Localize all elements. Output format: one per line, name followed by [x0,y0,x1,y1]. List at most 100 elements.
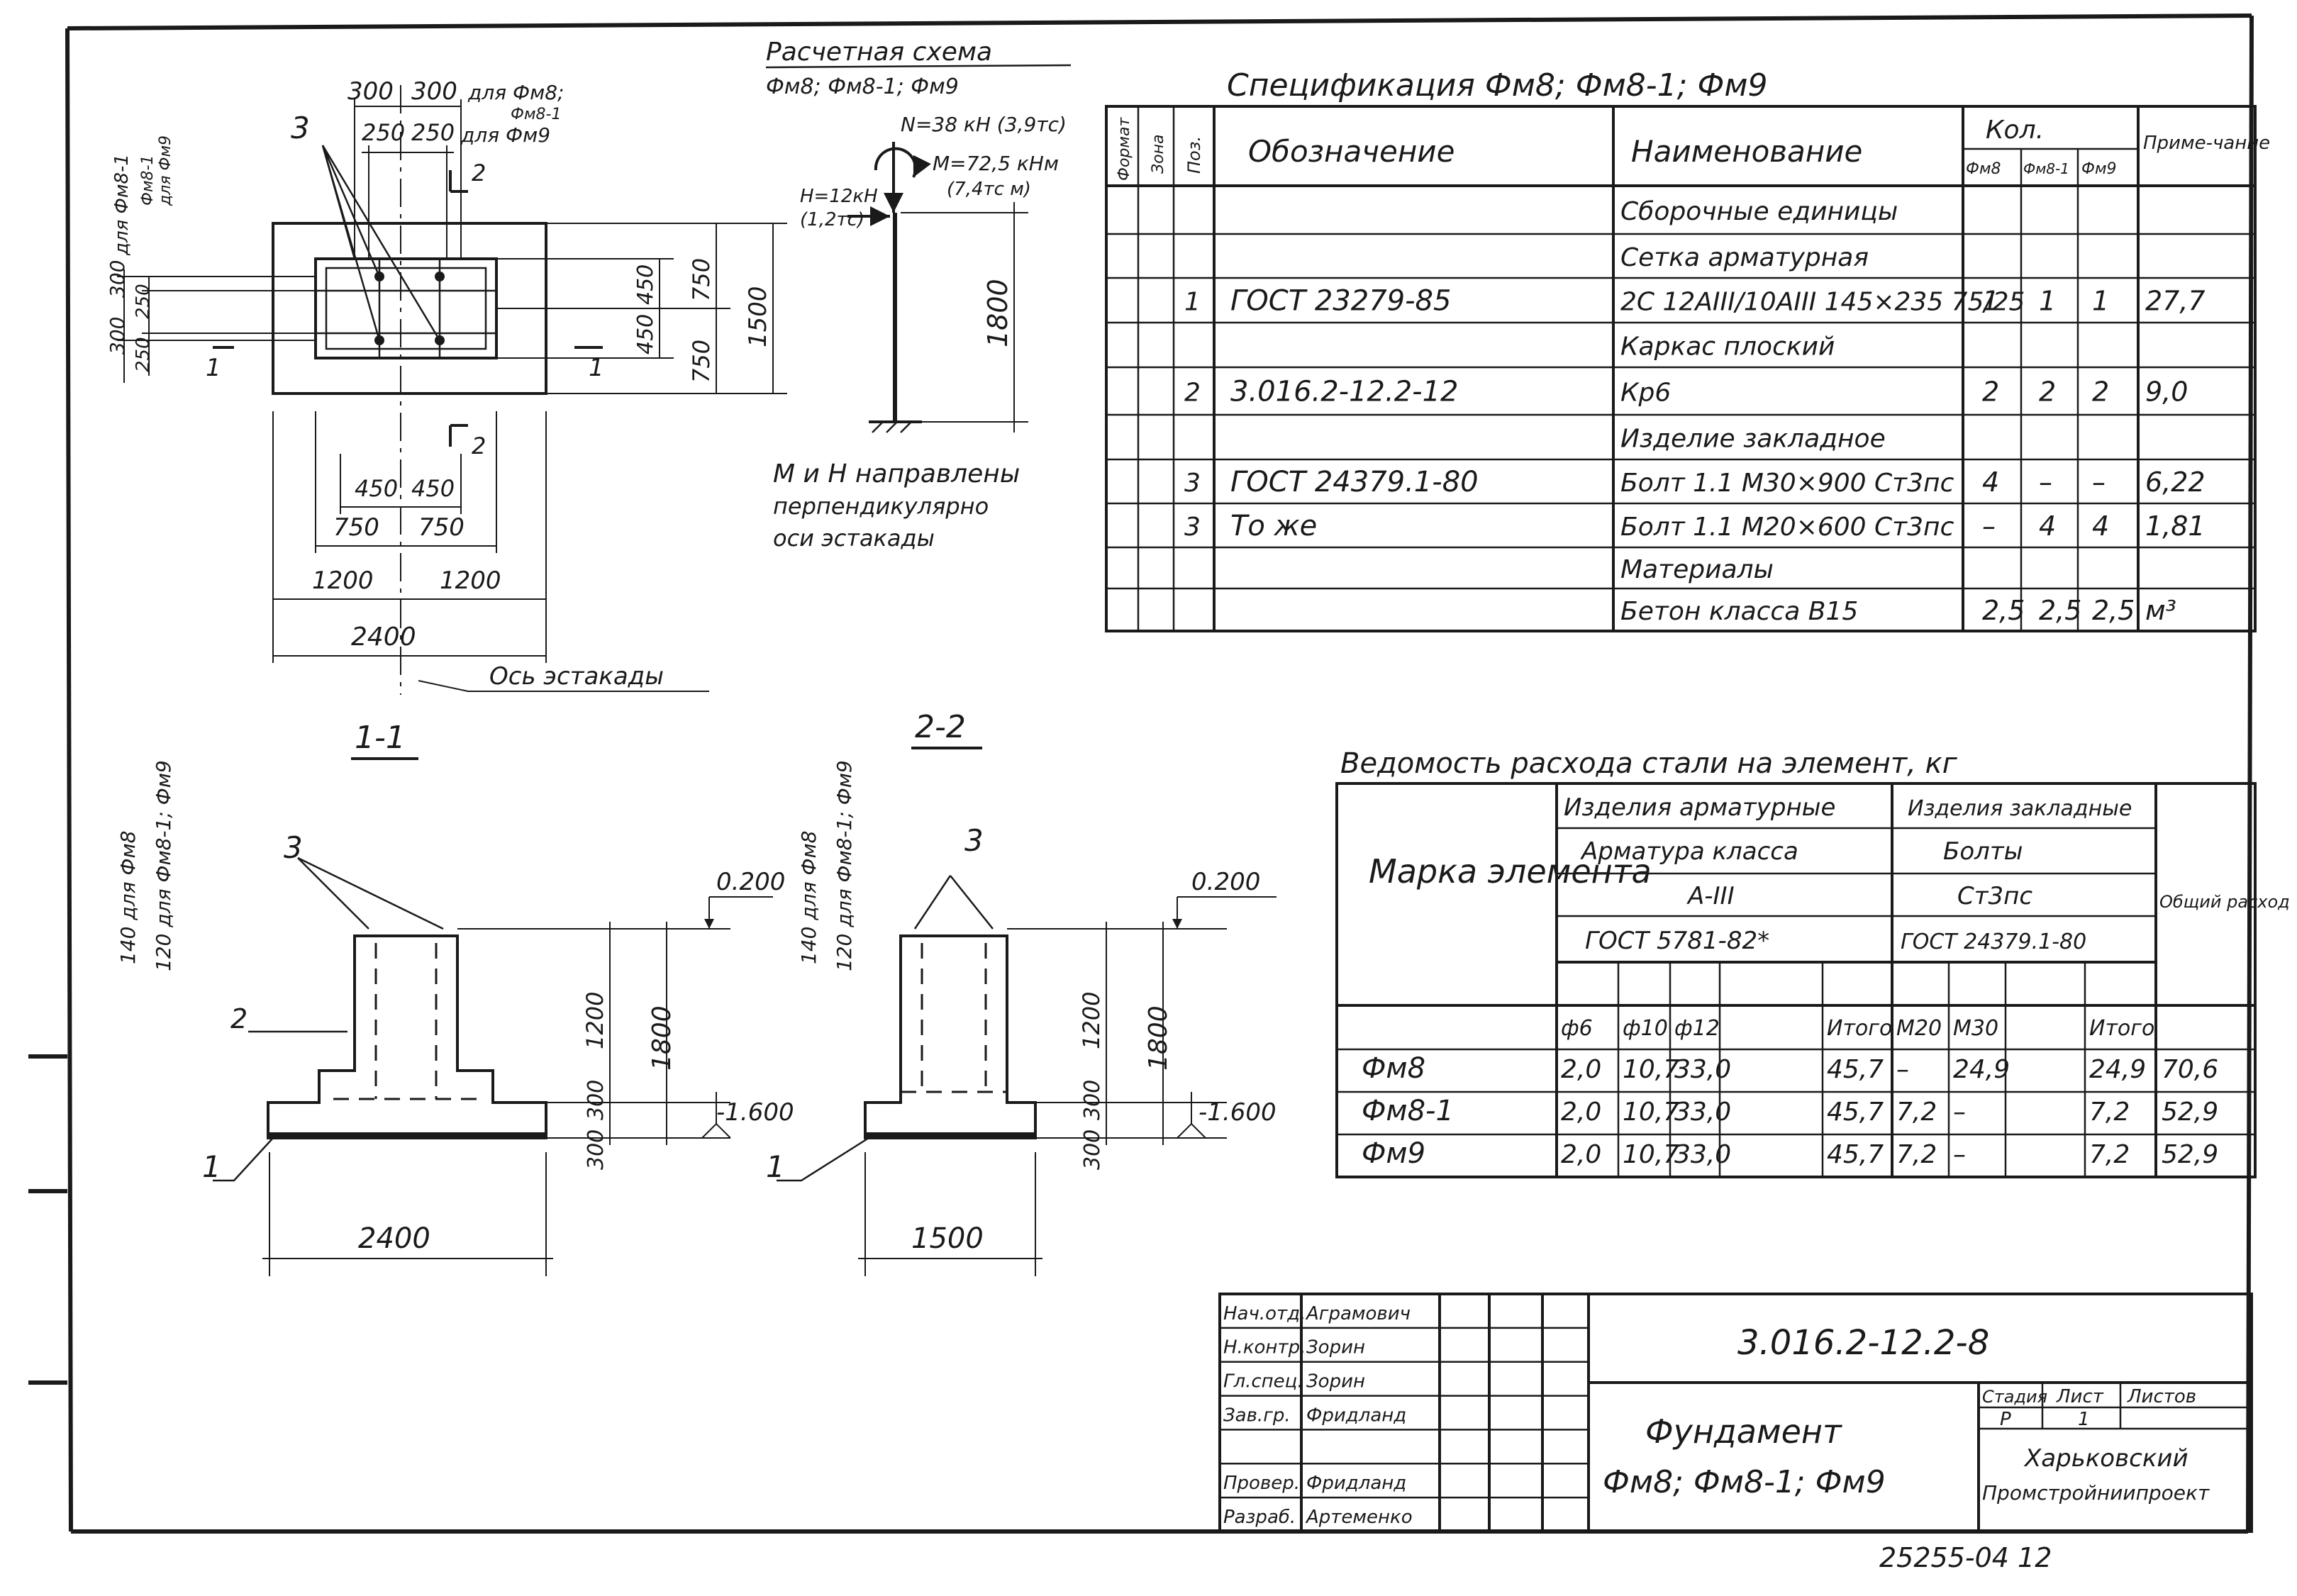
spec-row-name: Болт 1.1 М30×900 Ст3пс [1620,469,1954,498]
section11-dim-300b: 300 [584,1129,608,1170]
steel-h-st: Ст3пс [1957,882,2032,910]
plan-side-for-fm8: для Фм8-1 [111,154,133,256]
spec-row-qty-fm8: 4 [1982,467,1999,498]
steel-row-value: 10,7 [1623,1140,1679,1169]
title-block-person: Фридланд [1306,1473,1406,1494]
spec-h-format: Формат [1116,117,1133,181]
spec-row-qty-fm9: 2,5 [2092,595,2135,626]
calc-load-m2: (7,4тс м) [947,179,1031,200]
section-2-2: 2-2 3 1 1500 1200 300 300 1800 0.200 -1.… [766,709,1277,1276]
steel-row-mark: Фм8 [1362,1052,1425,1085]
spec-row-qty-fm81: 4 [2039,510,2056,542]
steel-h-mark-1: Марка элемента [1369,852,1652,891]
title-block-org-2: Промстройниипроект [1982,1481,2210,1505]
plan-side-250a: 250 [133,337,154,372]
section11-callout-2: 2 [230,1003,248,1034]
plan-dim-250b: 250 [411,119,455,146]
spec-row-qty-fm81: 2 [2039,376,2056,408]
spec-row-qty-fm8: 2 [1982,376,1999,408]
steel-row-value: 45,7 [1827,1140,1884,1169]
steel-row-total: 70,6 [2162,1055,2218,1084]
section22-callout-3: 3 [964,823,984,858]
plan-bot-750a: 750 [333,513,379,542]
steel-h-rebar: Изделия арматурные [1564,793,1835,822]
steel-row-total: 52,9 [2162,1140,2218,1169]
spec-row-name: 2С 12АIII/10АIII 145×235 75/25 [1620,288,2025,317]
steel-row-value: 2,0 [1561,1098,1601,1127]
plan-callout-3: 3 [291,111,310,145]
calc-load-n: N=38 кН (3,9тс) [901,113,1067,136]
spec-row-name: Сетка арматурная [1620,243,1869,272]
spec-h-fm81: Фм8-1 [2023,160,2069,177]
plan-right-750a: 750 [688,258,715,301]
plan-fm81: Фм8-1 [511,106,561,123]
spec-row-name: Болт 1.1 М20×600 Ст3пс [1620,513,1954,542]
spec-h-zone: Зона [1150,135,1167,174]
title-block-org-1: Харьковский [2023,1444,2188,1473]
spec-row-designation: 3.016.2-12.2-12 [1230,376,1459,408]
spec-h-fm9: Фм9 [2081,160,2117,178]
plan-cut-1-left: 1 [206,354,221,382]
calc-scheme-title: Расчетная схема [766,38,992,67]
steel-h-embed: Изделия закладные [1908,796,2132,821]
spec-row-name: Сборочные единицы [1620,197,1898,226]
steel-h-embed-gost: ГОСТ 24379.1-80 [1901,930,2086,954]
title-block-code: 3.016.2-12.2-8 [1737,1323,1989,1363]
plan-cut-2-top: 2 [472,160,486,186]
specification-table: Спецификация Фм8; Фм8-1; Фм9 Формат Зона… [1105,67,2270,632]
steel-col-header: ф6 [1561,1016,1593,1041]
calc-load-m: М=72,5 кНм [933,152,1059,175]
steel-h-total: Общий расход [2159,892,2290,912]
spec-row-note: 6,22 [2145,467,2206,498]
spec-row-qty-fm9: 1 [2092,286,2109,317]
section11-title: 1-1 [355,720,406,756]
spec-h-designation: Обозначение [1248,134,1455,169]
title-block-person: Фридланд [1306,1405,1406,1426]
section22-dim-300a: 300 [1080,1080,1105,1120]
steel-row-value: 7,2 [1896,1140,1937,1169]
steel-col-header: Итого [1827,1016,1892,1041]
title-block-person: Зорин [1306,1371,1365,1393]
foundation-plan: 3 300 300 для Фм8; Фм8-1 250 250 для Фм9… [106,77,787,695]
plan-right-450b: 450 [633,264,658,305]
plan-bot-750b: 750 [418,513,465,542]
spec-h-name: Наименование [1631,134,1862,169]
steel-row-value: 10,7 [1623,1098,1679,1127]
title-block-person: Зорин [1306,1337,1365,1358]
spec-row-pos: 2 [1184,379,1201,408]
title-block-stage-h: Стадия [1982,1387,2047,1407]
steel-row-value: 10,7 [1623,1055,1679,1084]
spec-row-pos: 3 [1184,469,1201,498]
title-block-role: Провер. [1223,1473,1300,1494]
spec-row-qty-fm81: 1 [2039,286,2056,317]
steel-col-header: ф10 [1623,1016,1668,1041]
spec-row-designation: ГОСТ 24379.1-80 [1230,466,1479,498]
steel-row-value: 24,9 [2089,1055,2146,1084]
spec-row-qty-fm81: – [2039,467,2052,498]
plan-bot-450a: 450 [355,475,398,502]
title-block-sheet: 1 [2078,1409,2090,1430]
title-block-role: Гл.спец. [1223,1371,1303,1393]
section22-dim-1200: 1200 [1078,992,1105,1049]
title-block-role: Нач.отд. [1223,1303,1306,1324]
section11-dim-1200: 1200 [582,992,608,1049]
section22-lbl-120: 120 для Фм8-1; Фм9 [833,760,856,971]
plan-for-fm8: для Фм8; [467,81,564,104]
section11-dim-300a: 300 [584,1080,608,1120]
section11-elev-top: 0.200 [716,868,785,896]
steel-h-rebar-a: А-III [1686,882,1735,910]
spec-row-qty-fm8: 2,5 [1982,595,2025,626]
plan-cut-1-right: 1 [589,354,604,382]
section11-lbl-120: 120 для Фм8-1; Фм9 [152,760,175,971]
title-block-person: Аграмович [1305,1303,1411,1324]
section22-dim-1800: 1800 [1144,1005,1173,1071]
title-block-role: Разраб. [1223,1507,1296,1528]
steel-row-mark: Фм8-1 [1362,1095,1454,1127]
spec-h-fm8: Фм8 [1966,160,2001,178]
section22-dim-300b: 300 [1080,1129,1105,1170]
spec-row-note: 9,0 [2145,376,2188,408]
title-block-archive: 25255-04 12 [1879,1542,2052,1573]
steel-row-value: 7,2 [1896,1098,1937,1127]
calc-scheme-subtitle: Фм8; Фм8-1; Фм9 [766,74,959,99]
title-block-role: Н.контр. [1223,1337,1306,1358]
